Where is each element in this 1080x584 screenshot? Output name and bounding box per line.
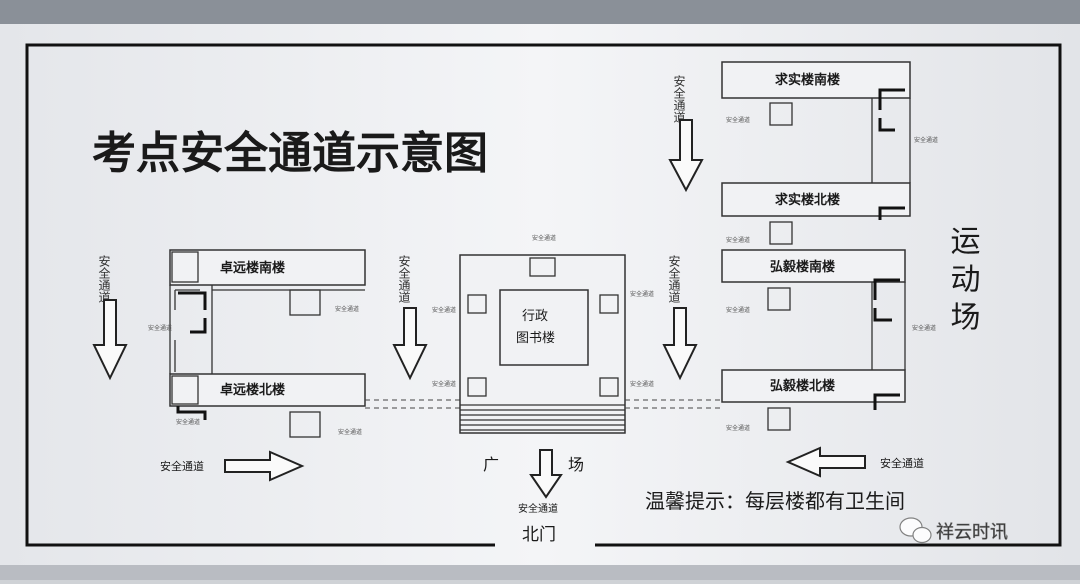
- exit-label: 安全通道: [912, 324, 936, 332]
- exit-label: 安全通道: [726, 424, 750, 432]
- zhuoyuan-north-building: [169, 373, 366, 407]
- admin-library-complex: 行政 图书楼 安全通道 安全通道 安全通道 安全通道 安全通道: [432, 234, 722, 434]
- safe-passage-label: 安全通道: [518, 502, 558, 515]
- exit-label: 安全通道: [432, 306, 456, 314]
- exit-label: 安全通道: [630, 380, 654, 388]
- top-frame: [0, 0, 1080, 24]
- arrow-down-icon: [392, 307, 428, 381]
- hongyi-south-label: 弘毅楼南楼: [770, 259, 835, 275]
- square-label-left: 广: [483, 455, 499, 474]
- wechat-icon: [899, 517, 932, 544]
- safe-passage-label: 安全通道: [672, 74, 686, 123]
- hongyi-south-building: [721, 249, 906, 283]
- zhuoyuan-south-label: 卓远楼南楼: [220, 260, 285, 276]
- safe-passage-label: 安全通道: [667, 254, 681, 303]
- exit-label: 安全通道: [726, 116, 750, 124]
- entrance-steps: [460, 404, 625, 431]
- safe-passage-label: 安全通道: [397, 254, 411, 303]
- safe-passage-label: 安全通道: [160, 459, 204, 473]
- arrow-down-icon: [529, 449, 563, 499]
- watermark-text: 祥云时讯: [936, 522, 1008, 543]
- qiushi-north-label: 求实楼北楼: [775, 192, 840, 208]
- admin-label-line2: 图书楼: [516, 331, 555, 346]
- sign-border: [25, 43, 1062, 547]
- exit-label: 安全通道: [726, 306, 750, 314]
- safe-passage-label: 安全通道: [880, 456, 924, 470]
- bottom-frame: [0, 565, 1080, 580]
- exit-label: 安全通道: [726, 236, 750, 244]
- qiushi-south-label: 求实楼南楼: [775, 72, 840, 88]
- hongyi-north-label: 弘毅楼北楼: [770, 378, 835, 394]
- restroom-tip: 温馨提示：每层楼都有卫生间: [645, 489, 905, 513]
- arrow-down-icon: [662, 307, 698, 381]
- safe-passage-label: 安全通道: [97, 254, 111, 303]
- exit-label: 安全通道: [914, 136, 938, 144]
- sign-title: 考点安全通道示意图: [92, 128, 488, 179]
- exit-label: 安全通道: [176, 418, 200, 426]
- square-label-right: 场: [568, 455, 584, 474]
- right-complex: 求实楼南楼 求实楼北楼 弘毅楼南楼 弘毅楼北楼 安全通道 安全通道 安全通道 安…: [721, 61, 938, 432]
- exit-label: 安全通道: [432, 380, 456, 388]
- admin-label-line1: 行政: [522, 309, 548, 324]
- zhuoyuan-north-label: 卓远楼北楼: [220, 382, 285, 398]
- exit-label: 安全通道: [338, 428, 362, 436]
- arrow-down-icon: [668, 119, 704, 193]
- watermark: 祥云时讯: [899, 517, 1008, 544]
- exit-label: 安全通道: [148, 324, 172, 332]
- safe-passage-arrows: 安全通道 安全通道 安全通道 安全通道: [92, 74, 704, 381]
- arrow-right-icon: [224, 450, 305, 482]
- north-gate-label: 北门: [522, 525, 556, 545]
- zhuoyuan-complex: 卓远楼南楼 卓远楼北楼 安全通道 安全通道 安全通道 安全通道: [148, 249, 460, 438]
- arrow-left-icon: [785, 446, 866, 478]
- zhuoyuan-south-building: [169, 249, 366, 286]
- exit-label: 安全通道: [335, 305, 359, 313]
- playground-label: 运动场: [945, 225, 980, 339]
- exit-label: 安全通道: [630, 290, 654, 298]
- admin-library-building: [499, 289, 589, 366]
- exit-label: 安全通道: [532, 234, 556, 242]
- arrow-down-icon: [92, 299, 128, 381]
